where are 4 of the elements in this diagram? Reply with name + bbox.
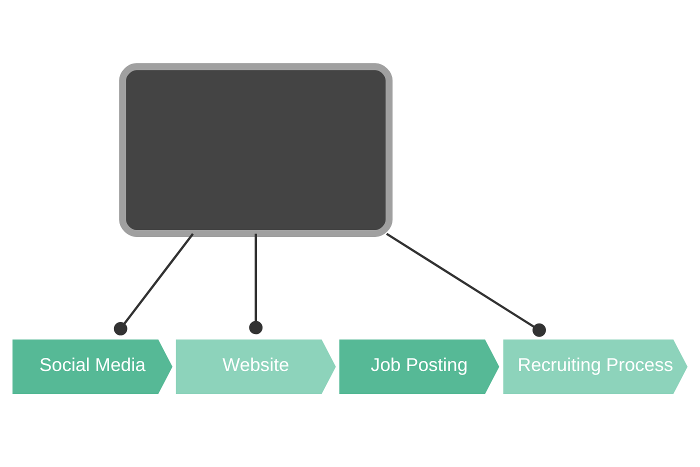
connector bbox=[249, 234, 263, 334]
connector bbox=[386, 232, 546, 337]
node-box bbox=[119, 63, 393, 237]
connector bbox=[114, 233, 194, 336]
